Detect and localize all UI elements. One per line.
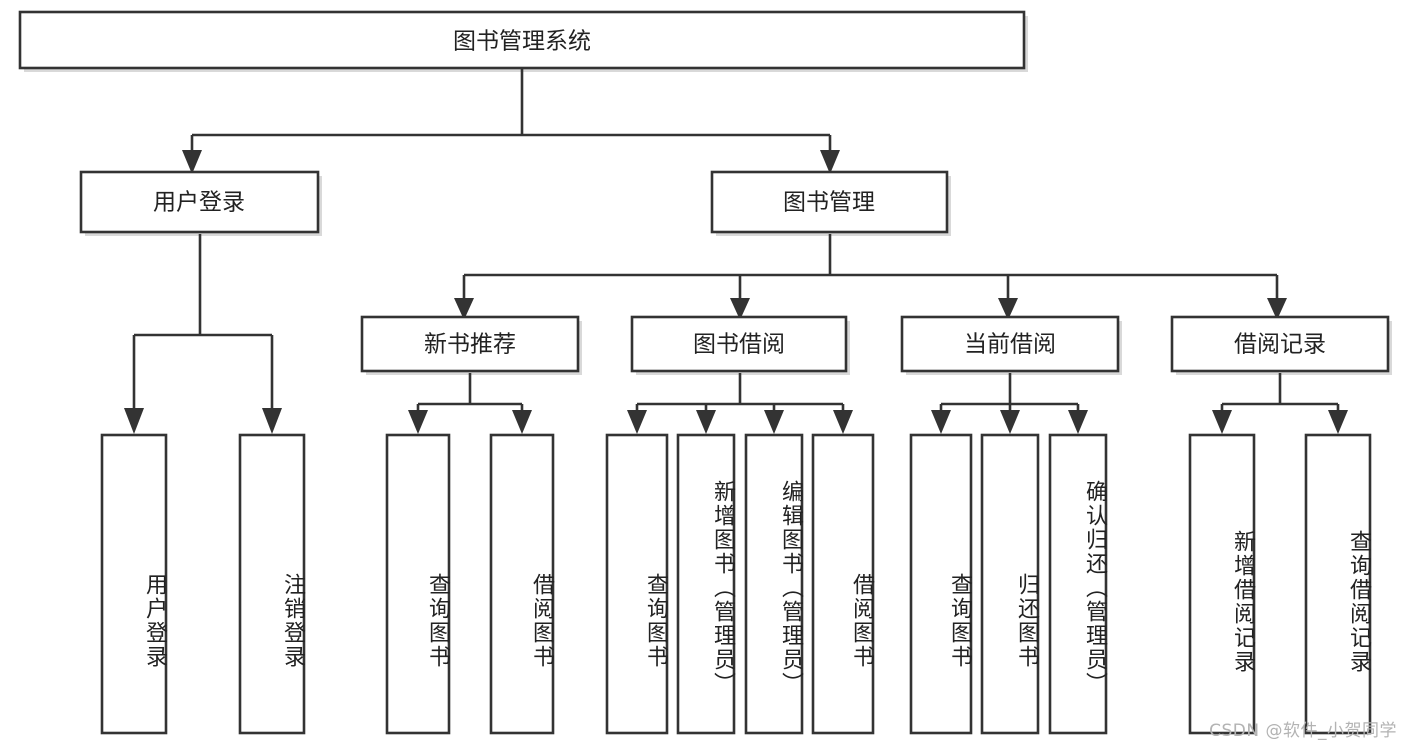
arrow-leaf-confirm-return	[1068, 410, 1088, 434]
arrow-leaf-borrow-book-2	[833, 410, 853, 434]
arrow-user-login	[182, 150, 202, 174]
connector-arrowheads	[124, 150, 1348, 434]
node-current-borrow[interactable]	[900, 315, 1120, 373]
node-leaf-borrow-book-2[interactable]	[811, 433, 875, 735]
label-book-management: 图书管理	[783, 190, 875, 216]
arrow-leaf-add-book	[696, 410, 716, 434]
label-current-borrow: 当前借阅	[964, 332, 1056, 358]
label-user-login: 用户登录	[153, 190, 245, 216]
node-leaf-confirm-return[interactable]	[1048, 433, 1108, 735]
node-leaf-add-record[interactable]	[1188, 433, 1256, 735]
arrow-current-borrow	[998, 298, 1018, 320]
label-new-book-recommend: 新书推荐	[424, 332, 516, 358]
node-boxes	[18, 10, 1390, 735]
node-leaf-return-book[interactable]	[980, 433, 1040, 735]
arrow-new-book-recommend	[454, 298, 474, 320]
arrow-leaf-add-record	[1212, 410, 1232, 434]
node-leaf-query-book-3[interactable]	[909, 433, 973, 735]
arrow-leaf-logout-login	[262, 408, 282, 434]
arrow-leaf-user-login	[124, 408, 144, 434]
csdn-watermark: CSDN @软件_小贺同学	[1209, 721, 1397, 741]
arrow-leaf-query-book-1	[408, 410, 428, 434]
node-user-login[interactable]	[79, 170, 320, 234]
arrow-borrow-record	[1267, 298, 1287, 320]
label-root: 图书管理系统	[453, 29, 591, 55]
arrow-leaf-query-book-2	[627, 410, 647, 434]
arrow-leaf-query-book-3	[931, 410, 951, 434]
arrow-book-management	[820, 150, 840, 174]
node-leaf-add-book[interactable]	[676, 433, 736, 735]
node-new-book-recommend[interactable]	[360, 315, 580, 373]
node-book-management[interactable]	[710, 170, 949, 234]
arrow-leaf-borrow-book-1	[512, 410, 532, 434]
horizontal-labels: 图书管理系统 用户登录 图书管理 新书推荐 图书借阅 当前借阅 借阅记录	[153, 29, 1326, 358]
connector-lines	[132, 68, 1340, 412]
node-leaf-query-record[interactable]	[1304, 433, 1372, 735]
arrow-leaf-edit-book	[764, 410, 784, 434]
node-leaf-user-login[interactable]	[100, 433, 168, 735]
arrow-leaf-query-record	[1328, 410, 1348, 434]
node-leaf-edit-book[interactable]	[744, 433, 804, 735]
node-leaf-borrow-book-1[interactable]	[489, 433, 555, 735]
label-book-borrow: 图书借阅	[693, 332, 785, 358]
label-borrow-record: 借阅记录	[1234, 332, 1326, 358]
node-leaf-query-book-1[interactable]	[385, 433, 451, 735]
arrow-book-borrow	[730, 298, 750, 320]
node-borrow-record[interactable]	[1170, 315, 1390, 373]
node-leaf-query-book-2[interactable]	[605, 433, 669, 735]
node-book-borrow[interactable]	[630, 315, 848, 373]
node-leaf-logout-login[interactable]	[238, 433, 306, 735]
arrow-leaf-return-book	[1000, 410, 1020, 434]
node-root[interactable]	[18, 10, 1026, 70]
